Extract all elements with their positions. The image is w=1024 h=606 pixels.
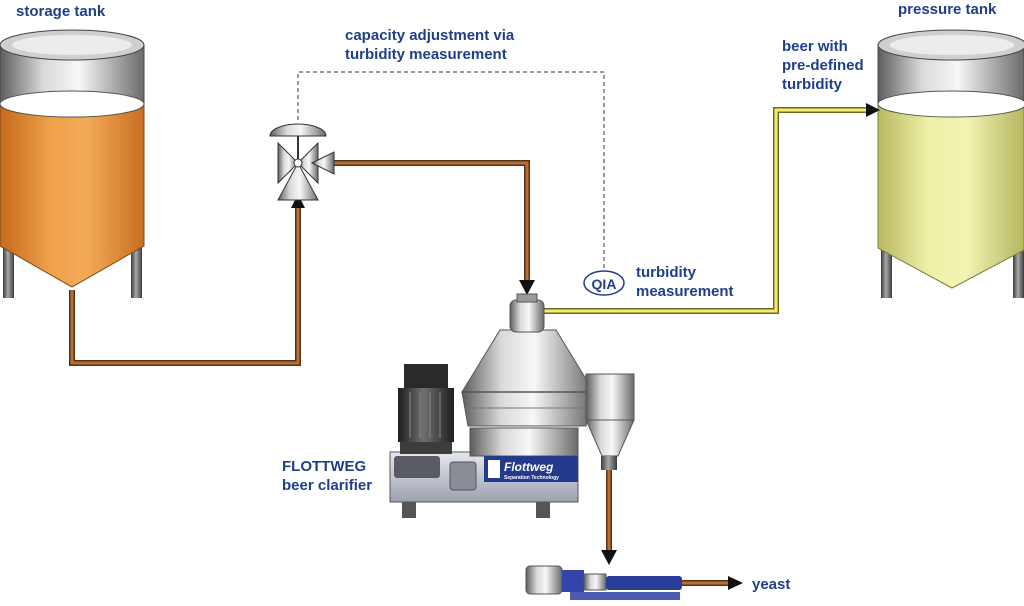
brand-name: Flottweg <box>504 460 554 474</box>
pipe-feed-valve-to-clarifier <box>332 160 535 295</box>
yeast-pump <box>525 565 682 600</box>
beer-turbidity-line2: pre-defined <box>782 57 864 74</box>
storage-tank-label: storage tank <box>16 3 106 20</box>
flow-arrow-down-pump <box>601 550 617 565</box>
storage-tank-contents <box>0 103 145 288</box>
storage-tank <box>0 29 145 298</box>
beer-clarifier-line1: FLOTTWEG <box>282 458 367 475</box>
turbidity-measurement-line1: turbidity <box>636 264 696 281</box>
control-valve <box>269 123 335 201</box>
pressure-tank <box>877 29 1024 298</box>
pipe-feed-storage-to-valve <box>69 194 305 366</box>
yeast-label: yeast <box>752 576 791 593</box>
beer-turbidity-label: beer with pre-defined turbidity <box>782 37 864 94</box>
pipe-clarified-beer <box>540 103 880 314</box>
beer-clarifier-line2: beer clarifier <box>282 477 373 494</box>
brand-subtitle: Separation Technology <box>504 475 559 481</box>
flow-arrow-up <box>291 194 305 208</box>
qia-label: QIA <box>592 276 617 292</box>
capacity-adjustment-line1: capacity adjustment via <box>345 27 515 44</box>
turbidity-measurement-label: turbidity measurement <box>636 263 734 301</box>
pressure-tank-label: pressure tank <box>898 1 997 18</box>
pipe-yeast-discharge <box>601 468 743 590</box>
beer-turbidity-line1: beer with <box>782 38 848 55</box>
beer-clarifier: Flottweg Separation Technology <box>389 293 635 518</box>
flow-arrow-right <box>866 103 880 117</box>
control-signal-line <box>297 71 605 270</box>
qia-instrument: QIA <box>583 270 625 296</box>
flow-arrow-right-yeast <box>728 576 743 590</box>
beer-clarifier-label: FLOTTWEG beer clarifier <box>282 457 372 495</box>
flow-arrow-down <box>519 280 535 295</box>
pressure-tank-contents <box>877 103 1024 289</box>
capacity-adjustment-line2: turbidity measurement <box>345 46 507 63</box>
beer-turbidity-line3: turbidity <box>782 76 842 93</box>
turbidity-measurement-line2: measurement <box>636 283 734 300</box>
capacity-adjustment-label: capacity adjustment via turbidity measur… <box>345 26 514 64</box>
